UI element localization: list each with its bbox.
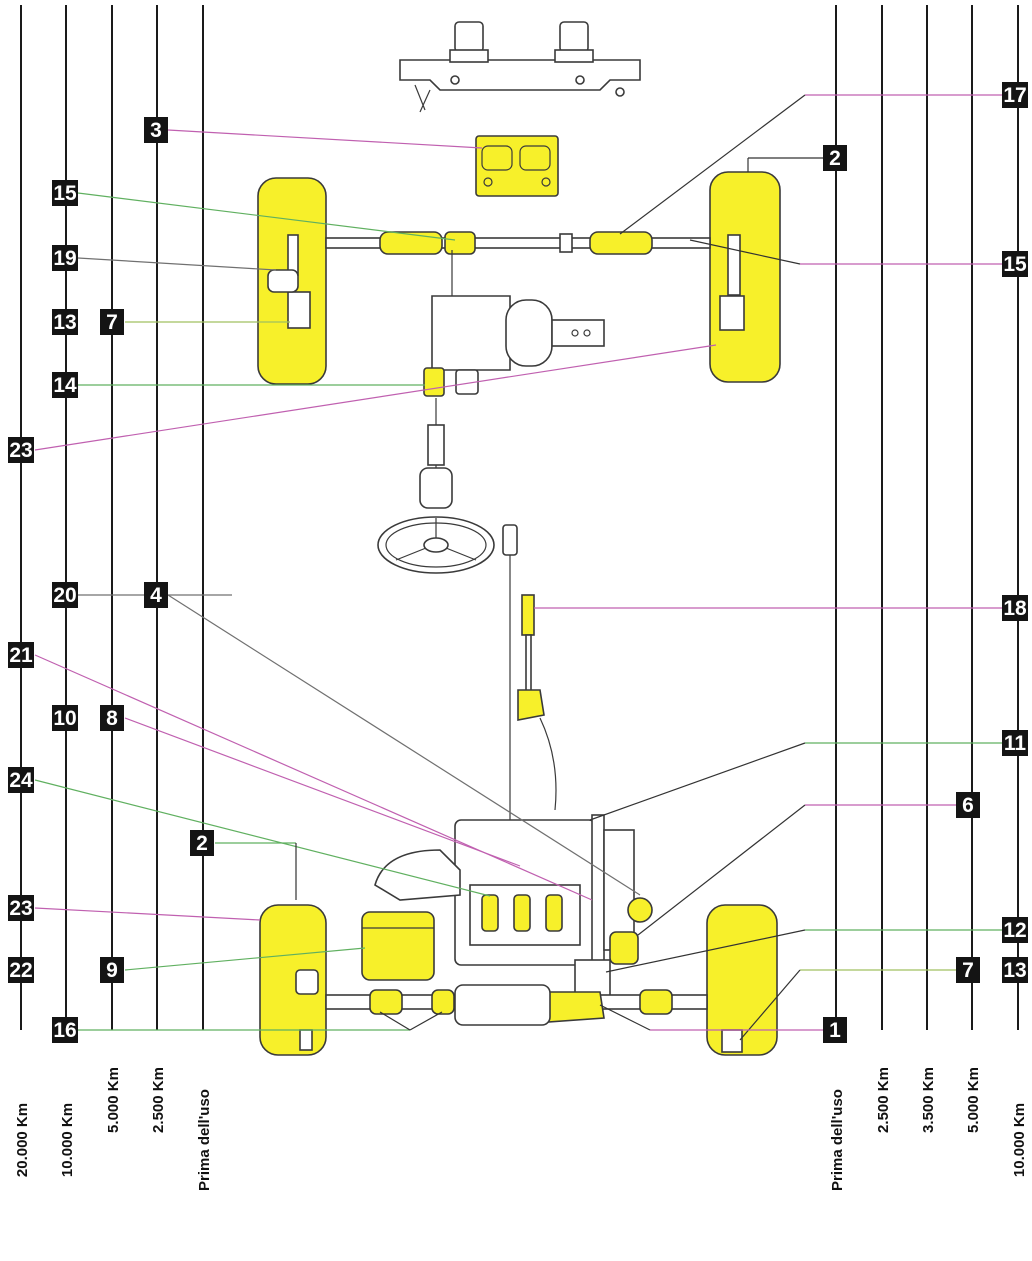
svg-text:7: 7 xyxy=(962,959,974,982)
badge-4: 4 xyxy=(144,582,168,608)
svg-text:7: 7 xyxy=(106,311,118,334)
svg-text:2: 2 xyxy=(196,832,208,855)
battery xyxy=(476,136,558,196)
svg-text:2: 2 xyxy=(829,147,841,170)
badge-10: 10 xyxy=(52,705,78,731)
badge-16: 16 xyxy=(52,1017,78,1043)
svg-text:4: 4 xyxy=(150,584,162,607)
interval-label-right-5000: 5.000 Km xyxy=(965,1067,982,1133)
svg-text:23: 23 xyxy=(9,897,32,920)
interval-label-left-10000: 10.000 Km xyxy=(59,1103,76,1177)
leader-21 xyxy=(35,655,592,900)
interval-label-left-20000: 20.000 Km xyxy=(14,1103,31,1177)
svg-text:14: 14 xyxy=(53,374,77,397)
badge-14: 14 xyxy=(52,372,78,398)
badge-15-left: 15 xyxy=(52,180,78,206)
interval-label-left-prima: Prima dell'uso xyxy=(196,1089,213,1191)
svg-text:22: 22 xyxy=(9,959,32,982)
svg-text:20: 20 xyxy=(53,584,76,607)
badge-8: 8 xyxy=(100,705,124,731)
badge-6: 6 xyxy=(956,792,980,818)
badge-15-right: 15 xyxy=(1002,251,1028,277)
badge-9: 9 xyxy=(100,957,124,983)
svg-text:13: 13 xyxy=(53,311,76,334)
svg-text:6: 6 xyxy=(962,794,974,817)
badge-23-top: 23 xyxy=(8,437,34,463)
svg-text:24: 24 xyxy=(9,769,33,792)
svg-text:9: 9 xyxy=(106,959,118,982)
interval-label-right-prima: Prima dell'uso xyxy=(829,1089,846,1191)
rear-right-wheel xyxy=(707,905,777,1055)
steering-rack xyxy=(326,232,710,296)
svg-text:3: 3 xyxy=(150,119,162,142)
badge-22: 22 xyxy=(8,957,34,983)
badge-13-left: 13 xyxy=(52,309,78,335)
badge-23-bottom: 23 xyxy=(8,895,34,921)
badge-7-right: 7 xyxy=(956,957,980,983)
badge-21: 21 xyxy=(8,642,34,668)
svg-text:13: 13 xyxy=(1003,959,1026,982)
interval-label-right-3500: 3.500 Km xyxy=(920,1067,937,1133)
leader-8 xyxy=(125,718,520,866)
leader-24 xyxy=(35,780,490,896)
gear-lever xyxy=(503,525,556,840)
badge-3: 3 xyxy=(144,117,168,143)
interval-label-left-5000: 5.000 Km xyxy=(105,1067,122,1133)
svg-text:15: 15 xyxy=(53,182,77,205)
pedal-box xyxy=(424,296,604,396)
svg-text:23: 23 xyxy=(9,439,32,462)
svg-text:15: 15 xyxy=(1003,253,1027,276)
badge-17: 17 xyxy=(1002,82,1028,108)
badge-7-left: 7 xyxy=(100,309,124,335)
rear-left-wheel xyxy=(260,905,326,1055)
svg-text:8: 8 xyxy=(106,707,118,730)
svg-text:19: 19 xyxy=(53,247,76,270)
interval-labels: 20.000 Km 10.000 Km 5.000 Km 2.500 Km Pr… xyxy=(14,1067,1028,1191)
chassis-drawing xyxy=(258,22,780,1055)
svg-text:18: 18 xyxy=(1003,597,1027,620)
interval-label-right-2500: 2.500 Km xyxy=(875,1067,892,1133)
badge-19: 19 xyxy=(52,245,78,271)
wiper-mechanism xyxy=(400,22,640,112)
leader-9 xyxy=(125,948,365,970)
leader-23-bottom xyxy=(35,908,260,920)
badge-2-right: 2 xyxy=(823,145,847,171)
badge-20: 20 xyxy=(52,582,78,608)
leader-19 xyxy=(78,258,276,270)
badge-18: 18 xyxy=(1002,595,1028,621)
steering-column xyxy=(378,398,494,573)
badge-1: 1 xyxy=(823,1017,847,1043)
badge-12: 12 xyxy=(1002,917,1028,943)
leader-3 xyxy=(168,130,482,148)
svg-text:12: 12 xyxy=(1003,919,1026,942)
badge-24: 24 xyxy=(8,767,34,793)
air-filter xyxy=(362,912,434,980)
leader-16-b xyxy=(410,1012,442,1030)
svg-text:10: 10 xyxy=(53,707,76,730)
badge-13-right: 13 xyxy=(1002,957,1028,983)
badge-11: 11 xyxy=(1002,730,1028,756)
svg-text:11: 11 xyxy=(1004,732,1027,755)
leader-23-top xyxy=(35,345,716,450)
svg-text:17: 17 xyxy=(1003,84,1026,107)
svg-text:1: 1 xyxy=(829,1019,841,1042)
drive-shafts xyxy=(326,985,707,1025)
svg-text:21: 21 xyxy=(9,644,33,667)
svg-text:16: 16 xyxy=(53,1019,76,1042)
badge-2-left: 2 xyxy=(190,830,214,856)
interval-label-left-2500: 2.500 Km xyxy=(150,1067,167,1133)
interval-label-right-10000: 10.000 Km xyxy=(1011,1103,1028,1177)
leader-11-diag xyxy=(590,743,805,820)
front-left-wheel xyxy=(258,178,326,384)
front-right-wheel xyxy=(710,172,780,382)
